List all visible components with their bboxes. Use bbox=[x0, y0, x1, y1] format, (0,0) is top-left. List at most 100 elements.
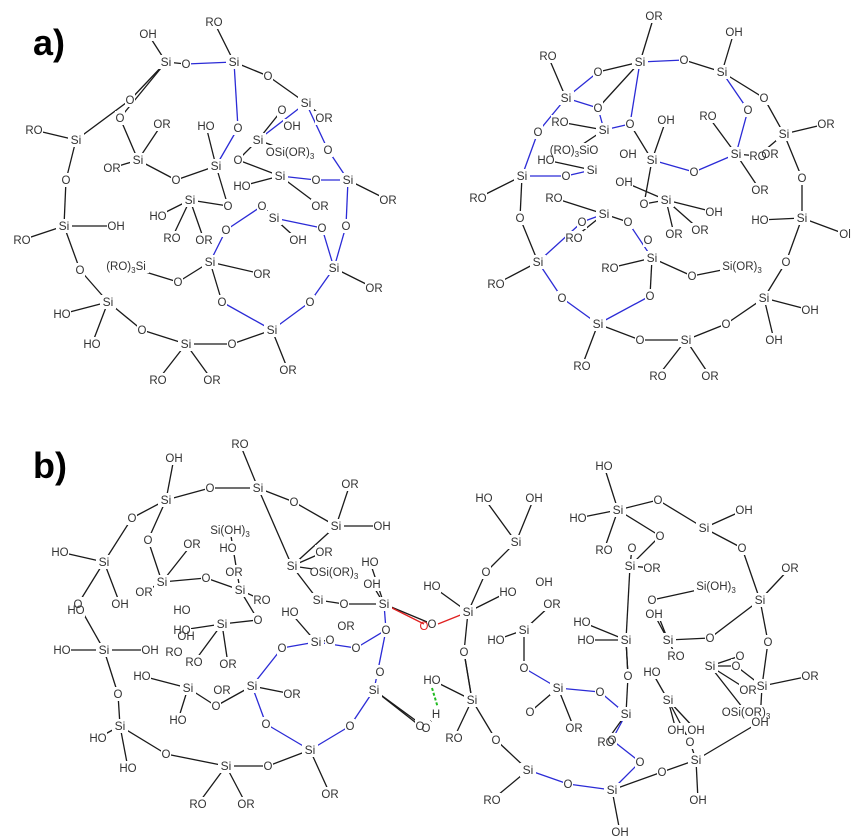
label-background bbox=[13, 233, 31, 247]
substituent-label: OH bbox=[801, 305, 818, 317]
label-background bbox=[51, 545, 69, 559]
bond bbox=[63, 225, 81, 271]
bond bbox=[463, 651, 473, 701]
label-background bbox=[597, 735, 615, 749]
substituent-label: RO bbox=[445, 733, 462, 745]
label-background bbox=[165, 451, 183, 465]
label-background bbox=[801, 303, 819, 317]
label-background bbox=[569, 511, 587, 525]
label-background bbox=[765, 333, 783, 347]
oxygen-atom-label: O bbox=[782, 257, 791, 269]
substituent-label: HO bbox=[197, 121, 214, 133]
silicon-atom-label: Si bbox=[379, 597, 390, 611]
oxygen-atom-label: O bbox=[172, 175, 181, 187]
bond bbox=[515, 497, 535, 543]
substituent-label: OR bbox=[665, 229, 682, 241]
label-background bbox=[705, 205, 723, 219]
substituent-label: OH bbox=[611, 827, 628, 839]
label-background bbox=[665, 227, 683, 241]
substituent-label: RO bbox=[469, 193, 486, 205]
silicon-atom-label: Si bbox=[553, 681, 564, 695]
oxygen-atom-label: O bbox=[654, 495, 663, 507]
label-background bbox=[499, 585, 517, 599]
label-background bbox=[205, 481, 215, 495]
label-background bbox=[658, 193, 674, 207]
silicon-atom-label: Si bbox=[329, 261, 340, 275]
bond bbox=[233, 61, 239, 129]
silicon-atom-label: Si bbox=[185, 193, 196, 207]
label-background bbox=[632, 55, 648, 69]
substituent-label: OR bbox=[315, 547, 332, 559]
substituent-label: RO bbox=[163, 233, 180, 245]
label-background bbox=[537, 153, 555, 167]
label-background bbox=[660, 633, 676, 647]
bond bbox=[735, 109, 749, 155]
label-background bbox=[302, 743, 318, 757]
substituent-label: HO bbox=[233, 181, 250, 193]
label-background bbox=[627, 541, 637, 555]
label-background bbox=[244, 679, 260, 693]
oxygen-atom-label: O bbox=[578, 217, 587, 229]
silicon-atom-label: Si bbox=[305, 743, 316, 757]
substituent-label: HO bbox=[577, 635, 594, 647]
label-background bbox=[644, 153, 660, 167]
label-background bbox=[312, 565, 356, 579]
label-background bbox=[217, 295, 227, 309]
substituent-label: OH bbox=[751, 717, 768, 729]
label-background bbox=[596, 207, 612, 221]
silicon-atom-label: Si bbox=[181, 337, 192, 351]
label-background bbox=[272, 169, 288, 183]
silicon-atom-label: Si bbox=[663, 693, 674, 707]
label-background bbox=[735, 503, 753, 517]
label-background bbox=[514, 169, 530, 183]
substituent-label: OR bbox=[761, 149, 778, 161]
label-background bbox=[263, 759, 273, 773]
label-background bbox=[183, 537, 201, 551]
oxygen-atom-label: O bbox=[534, 127, 543, 139]
oxygen-atom-label: O bbox=[628, 543, 637, 555]
substituent-label: HO bbox=[173, 625, 190, 637]
substituent-label: OH bbox=[139, 29, 156, 41]
substituent-label: HO bbox=[475, 493, 492, 505]
label-background bbox=[590, 317, 606, 331]
label-background bbox=[153, 117, 171, 131]
substituent-label: (RO)3Si bbox=[106, 261, 146, 275]
label-background bbox=[491, 733, 501, 747]
substituent-label: HO bbox=[423, 581, 440, 593]
oxygen-atom-label: O bbox=[428, 619, 437, 631]
label-background bbox=[165, 645, 183, 659]
oxygen-atom-label: O bbox=[422, 723, 431, 735]
oxygen-atom-label: O bbox=[492, 735, 501, 747]
oxygen-atom-label: O bbox=[318, 223, 327, 235]
label-background bbox=[289, 233, 307, 247]
label-background bbox=[263, 69, 273, 83]
oxygen-atom-label: O bbox=[526, 707, 535, 719]
silicon-atom-label: Si bbox=[523, 763, 534, 777]
bond bbox=[63, 179, 67, 227]
hydrogen-bond bbox=[431, 687, 439, 709]
substituent-label: OR bbox=[751, 185, 768, 197]
label-background bbox=[257, 199, 267, 213]
label-background bbox=[519, 661, 529, 675]
label-background bbox=[595, 459, 613, 473]
oxygen-atom-label: O bbox=[736, 651, 745, 663]
silicon-atom-label: Si bbox=[621, 633, 632, 647]
substituent-label: OH bbox=[141, 645, 158, 657]
bond bbox=[305, 102, 329, 151]
oxygen-atom-label: O bbox=[376, 667, 385, 679]
oxygen-atom-label: O bbox=[686, 737, 695, 749]
oxygen-atom-label: O bbox=[222, 225, 231, 237]
oxygen-atom-label: O bbox=[264, 761, 273, 773]
oxygen-atom-label: O bbox=[258, 201, 267, 213]
bond bbox=[519, 217, 539, 263]
label-background bbox=[551, 115, 569, 129]
label-background bbox=[339, 597, 349, 611]
label-background bbox=[415, 719, 425, 733]
label-background bbox=[223, 199, 233, 213]
label-background bbox=[508, 535, 524, 549]
label-background bbox=[573, 615, 591, 629]
label-background bbox=[237, 797, 255, 811]
oxygen-atom-label: O bbox=[234, 155, 243, 167]
label-background bbox=[281, 605, 299, 619]
label-background bbox=[776, 127, 792, 141]
